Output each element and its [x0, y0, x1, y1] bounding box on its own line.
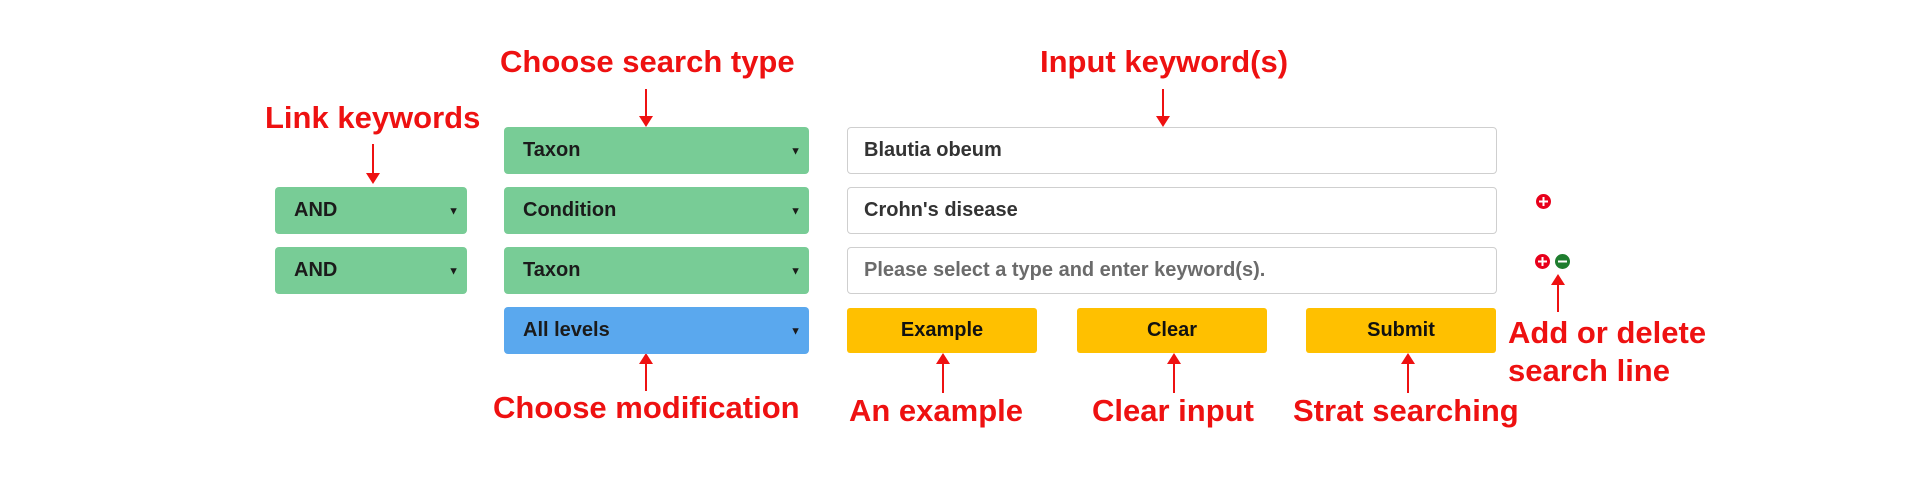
link-operator-select-row2[interactable]: AND ▼ [275, 187, 467, 234]
arrow-clear [1167, 353, 1181, 393]
annotation-add-delete-line1: Add or delete [1508, 315, 1707, 350]
keyword-input-row1[interactable] [847, 127, 1497, 174]
caret-down-icon: ▼ [790, 145, 801, 158]
caret-down-icon: ▼ [790, 205, 801, 218]
arrow-modification [639, 353, 653, 391]
search-type-value: Taxon [523, 139, 581, 161]
plus-circle-icon[interactable] [1535, 254, 1550, 269]
arrow-link-keywords [366, 144, 380, 184]
search-type-select-row3[interactable]: Taxon ▼ [504, 247, 809, 294]
caret-down-icon: ▼ [448, 265, 459, 278]
keyword-input-row2[interactable] [847, 187, 1497, 234]
modification-select[interactable]: All levels ▼ [504, 307, 809, 354]
link-operator-value: AND [294, 199, 338, 221]
search-type-value: Condition [523, 199, 617, 221]
arrow-search-type [639, 89, 653, 127]
caret-down-icon: ▼ [790, 325, 801, 338]
plus-circle-icon[interactable] [1536, 194, 1551, 209]
arrow-input-keywords [1156, 89, 1170, 127]
caret-down-icon: ▼ [790, 265, 801, 278]
annotation-choose-modification: Choose modification [493, 390, 800, 425]
arrow-example [936, 353, 950, 393]
minus-circle-icon[interactable] [1555, 254, 1570, 269]
annotation-clear-input: Clear input [1092, 393, 1254, 428]
keyword-input-row3[interactable] [847, 247, 1497, 294]
search-type-value: Taxon [523, 259, 581, 281]
arrow-submit [1401, 353, 1415, 393]
clear-button[interactable]: Clear [1077, 308, 1267, 353]
caret-down-icon: ▼ [448, 205, 459, 218]
link-operator-select-row3[interactable]: AND ▼ [275, 247, 467, 294]
search-type-select-row1[interactable]: Taxon ▼ [504, 127, 809, 174]
annotation-link-keywords: Link keywords [265, 100, 481, 135]
search-type-select-row2[interactable]: Condition ▼ [504, 187, 809, 234]
submit-button[interactable]: Submit [1306, 308, 1496, 353]
modification-value: All levels [523, 319, 610, 341]
annotation-start-searching: Strat searching [1293, 393, 1519, 428]
annotation-choose-search-type: Choose search type [500, 44, 795, 79]
arrow-add-delete [1551, 274, 1565, 312]
annotation-an-example: An example [849, 393, 1024, 428]
annotation-add-delete-line2: search line [1508, 353, 1670, 388]
link-operator-value: AND [294, 259, 338, 281]
annotation-input-keywords: Input keyword(s) [1040, 44, 1289, 79]
example-button[interactable]: Example [847, 308, 1037, 353]
